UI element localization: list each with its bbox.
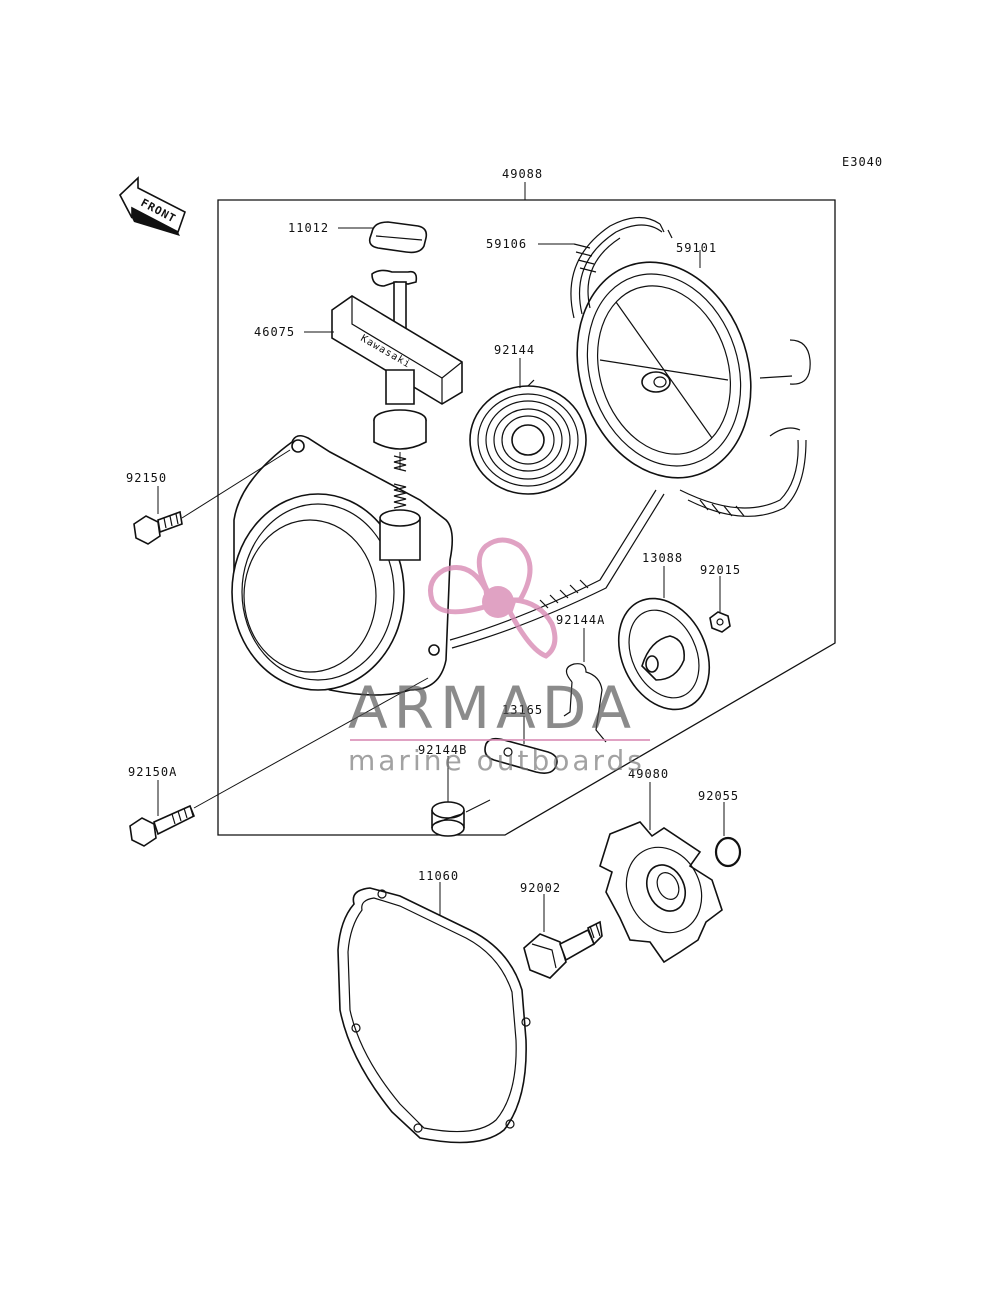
part-59106-rope bbox=[570, 216, 811, 517]
part-92144-spring bbox=[469, 379, 587, 495]
label-92144A: 92144A bbox=[556, 613, 605, 627]
label-92144: 92144 bbox=[494, 343, 535, 357]
armada-logo: ARMADA marine outboards bbox=[348, 537, 650, 777]
label-13165: 13165 bbox=[502, 703, 543, 717]
label-11060: 11060 bbox=[418, 869, 459, 883]
part-92002-bolt bbox=[523, 920, 603, 979]
part-92144A-clip bbox=[563, 663, 607, 743]
label-49088: 49088 bbox=[502, 167, 543, 181]
label-13088: 13088 bbox=[642, 551, 683, 565]
label-59101: 59101 bbox=[676, 241, 717, 255]
label-49080: 49080 bbox=[628, 767, 669, 781]
part-59101-reel bbox=[576, 261, 752, 479]
diagram-code: E3040 bbox=[842, 155, 883, 169]
part-49080-drum bbox=[599, 821, 723, 964]
part-13088-ratchet bbox=[617, 597, 711, 711]
label-92002: 92002 bbox=[520, 881, 561, 895]
part-recoil-housing bbox=[231, 434, 454, 696]
watermark-tagline: marine outboards bbox=[348, 744, 645, 777]
part-92144B-spring bbox=[431, 801, 465, 837]
part-13165-pawl bbox=[484, 737, 558, 774]
propeller-icon bbox=[428, 537, 558, 659]
label-59106: 59106 bbox=[486, 237, 527, 251]
part-92015-nut bbox=[709, 611, 731, 633]
part-92055-oring bbox=[714, 836, 742, 868]
label-11012: 11012 bbox=[288, 221, 329, 235]
label-92150: 92150 bbox=[126, 471, 167, 485]
label-92144B: 92144B bbox=[418, 743, 467, 757]
label-92150A: 92150A bbox=[128, 765, 177, 779]
watermark-name: ARMADA bbox=[348, 674, 637, 742]
part-11012-cap bbox=[368, 221, 428, 254]
assembly-box bbox=[217, 199, 836, 836]
part-92150-bolt bbox=[133, 510, 183, 545]
part-46075-handle: Kawasaki bbox=[331, 269, 463, 472]
label-92015: 92015 bbox=[700, 563, 741, 577]
label-92055: 92055 bbox=[698, 789, 739, 803]
part-11060-gasket bbox=[337, 887, 531, 1144]
part-wire-spring bbox=[449, 489, 665, 649]
label-46075: 46075 bbox=[254, 325, 295, 339]
part-92150A-bolt bbox=[129, 804, 196, 847]
front-arrow-icon: FRONT bbox=[119, 176, 186, 236]
